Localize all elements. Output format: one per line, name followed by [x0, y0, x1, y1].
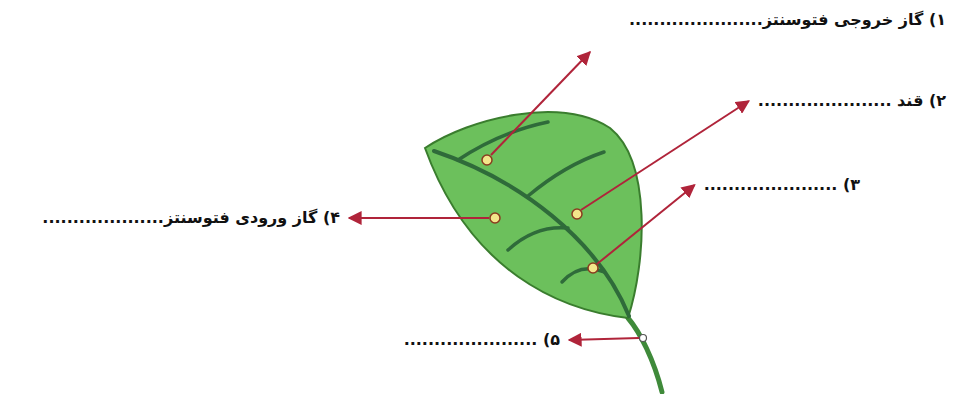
leaf-blade [425, 112, 642, 318]
callout-label: ۳) ...................... [702, 174, 862, 196]
leader-arrow [597, 185, 695, 264]
callout-label: ۴) گاز ورودی فتوسنتز.................... [40, 207, 342, 229]
leader-arrow [569, 338, 639, 340]
pointer-dot [490, 213, 500, 223]
leader-arrow [491, 52, 590, 155]
leaf-vein [458, 122, 548, 160]
leader-arrow [349, 217, 489, 219]
leaf-vein [528, 152, 604, 196]
callout-label: ۵) ...................... [402, 329, 562, 351]
leaf-stem [628, 318, 662, 392]
leaf-midrib [434, 151, 629, 316]
pointer-dot [572, 209, 582, 219]
pointer-dot [482, 155, 492, 165]
pointer-dot [588, 263, 598, 273]
leaf-vein [508, 228, 568, 250]
callout-label: ۱) گاز خروجی فتوسنتز....................… [627, 9, 948, 31]
callout-label: ۲) قند ...................... [756, 90, 948, 112]
pointer-dot [640, 335, 647, 342]
